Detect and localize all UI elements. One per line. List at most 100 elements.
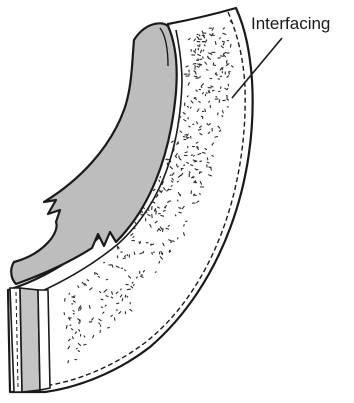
speckle-mark — [99, 323, 100, 324]
speckle-mark — [198, 59, 199, 60]
speckle-mark — [68, 361, 69, 363]
speckle-mark — [222, 41, 224, 42]
speckle-mark — [191, 165, 193, 166]
speckle-mark — [230, 44, 231, 47]
speckle-mark — [196, 181, 197, 182]
speckle-mark — [205, 109, 206, 112]
speckle-mark — [199, 102, 201, 103]
speckle-mark — [228, 84, 229, 86]
speckle-mark — [106, 296, 108, 297]
speckle-mark — [101, 299, 103, 300]
speckle-mark — [179, 212, 181, 213]
speckle-mark — [81, 307, 82, 310]
speckle-mark — [187, 163, 189, 164]
speckle-mark — [117, 247, 118, 250]
speckle-mark — [171, 242, 172, 243]
speckle-mark — [222, 111, 223, 113]
speckle-mark — [180, 117, 181, 118]
speckle-mark — [134, 252, 135, 254]
speckle-mark — [104, 291, 105, 292]
speckle-mark — [159, 262, 160, 264]
speckle-mark — [112, 292, 113, 295]
speckle-mark — [123, 258, 125, 259]
speckle-mark — [159, 180, 160, 182]
speckle-mark — [73, 311, 74, 312]
speckle-mark — [204, 45, 205, 46]
speckle-mark — [185, 152, 187, 153]
speckle-mark — [215, 42, 216, 45]
speckle-mark — [194, 194, 195, 195]
cut-end-lining-layer — [20, 288, 40, 392]
speckle-mark — [79, 330, 80, 332]
speckle-mark — [152, 253, 153, 254]
speckle-mark — [199, 35, 200, 36]
speckle-mark — [173, 241, 174, 242]
speckle-mark — [200, 193, 201, 194]
speckle-mark — [161, 215, 164, 216]
speckle-mark — [212, 156, 213, 157]
speckle-mark — [184, 233, 185, 236]
speckle-mark — [184, 225, 185, 226]
interfacing-label: Interfacing — [251, 14, 330, 33]
speckle-mark — [144, 208, 145, 209]
speckle-mark — [221, 87, 222, 88]
speckle-mark — [132, 282, 133, 283]
speckle-mark — [187, 107, 188, 108]
speckle-mark — [134, 285, 135, 286]
speckle-mark — [197, 147, 198, 148]
speckle-mark — [196, 142, 198, 143]
speckle-mark — [125, 256, 126, 257]
speckle-mark — [181, 169, 182, 171]
speckle-mark — [168, 159, 171, 160]
speckle-mark — [136, 277, 137, 278]
speckle-mark — [194, 161, 197, 162]
speckle-mark — [84, 336, 85, 337]
speckle-mark — [78, 351, 79, 352]
speckle-mark — [111, 297, 112, 298]
speckle-mark — [98, 277, 99, 278]
cut-end-inner-layer — [38, 290, 50, 390]
speckle-mark — [198, 45, 199, 46]
speckle-mark — [207, 162, 209, 163]
speckle-mark — [180, 195, 181, 196]
speckle-mark — [222, 116, 223, 117]
speckle-mark — [168, 225, 169, 226]
speckle-mark — [66, 325, 67, 328]
speckle-mark — [73, 337, 74, 339]
speckle-mark — [171, 186, 172, 187]
speckle-mark — [203, 153, 206, 154]
speckle-mark — [209, 167, 211, 168]
speckle-mark — [194, 76, 197, 77]
speckle-mark — [162, 182, 163, 184]
speckle-mark — [184, 165, 185, 166]
speckle-mark — [164, 207, 165, 208]
speckle-mark — [186, 221, 187, 222]
speckle-mark — [203, 93, 204, 95]
speckle-mark — [223, 43, 224, 45]
speckle-mark — [125, 270, 126, 271]
speckle-mark — [140, 212, 141, 213]
speckle-mark — [117, 303, 119, 304]
speckle-mark — [222, 67, 223, 69]
speckle-mark — [152, 201, 153, 202]
speckle-mark — [77, 348, 78, 349]
speckle-mark — [201, 86, 202, 87]
speckle-mark — [163, 211, 165, 212]
speckle-mark — [227, 89, 228, 90]
speckle-mark — [220, 38, 221, 39]
speckle-mark — [208, 56, 209, 58]
speckle-mark — [105, 305, 106, 306]
speckle-mark — [155, 272, 156, 273]
speckle-mark — [166, 228, 169, 229]
speckle-mark — [89, 306, 90, 309]
speckle-mark — [127, 296, 128, 297]
speckle-mark — [101, 307, 102, 308]
speckle-mark — [148, 208, 149, 209]
speckle-mark — [195, 52, 196, 53]
speckle-mark — [188, 96, 189, 97]
speckle-mark — [189, 172, 190, 173]
speckle-mark — [194, 156, 195, 157]
speckle-mark — [112, 265, 113, 267]
speckle-mark — [209, 101, 210, 102]
